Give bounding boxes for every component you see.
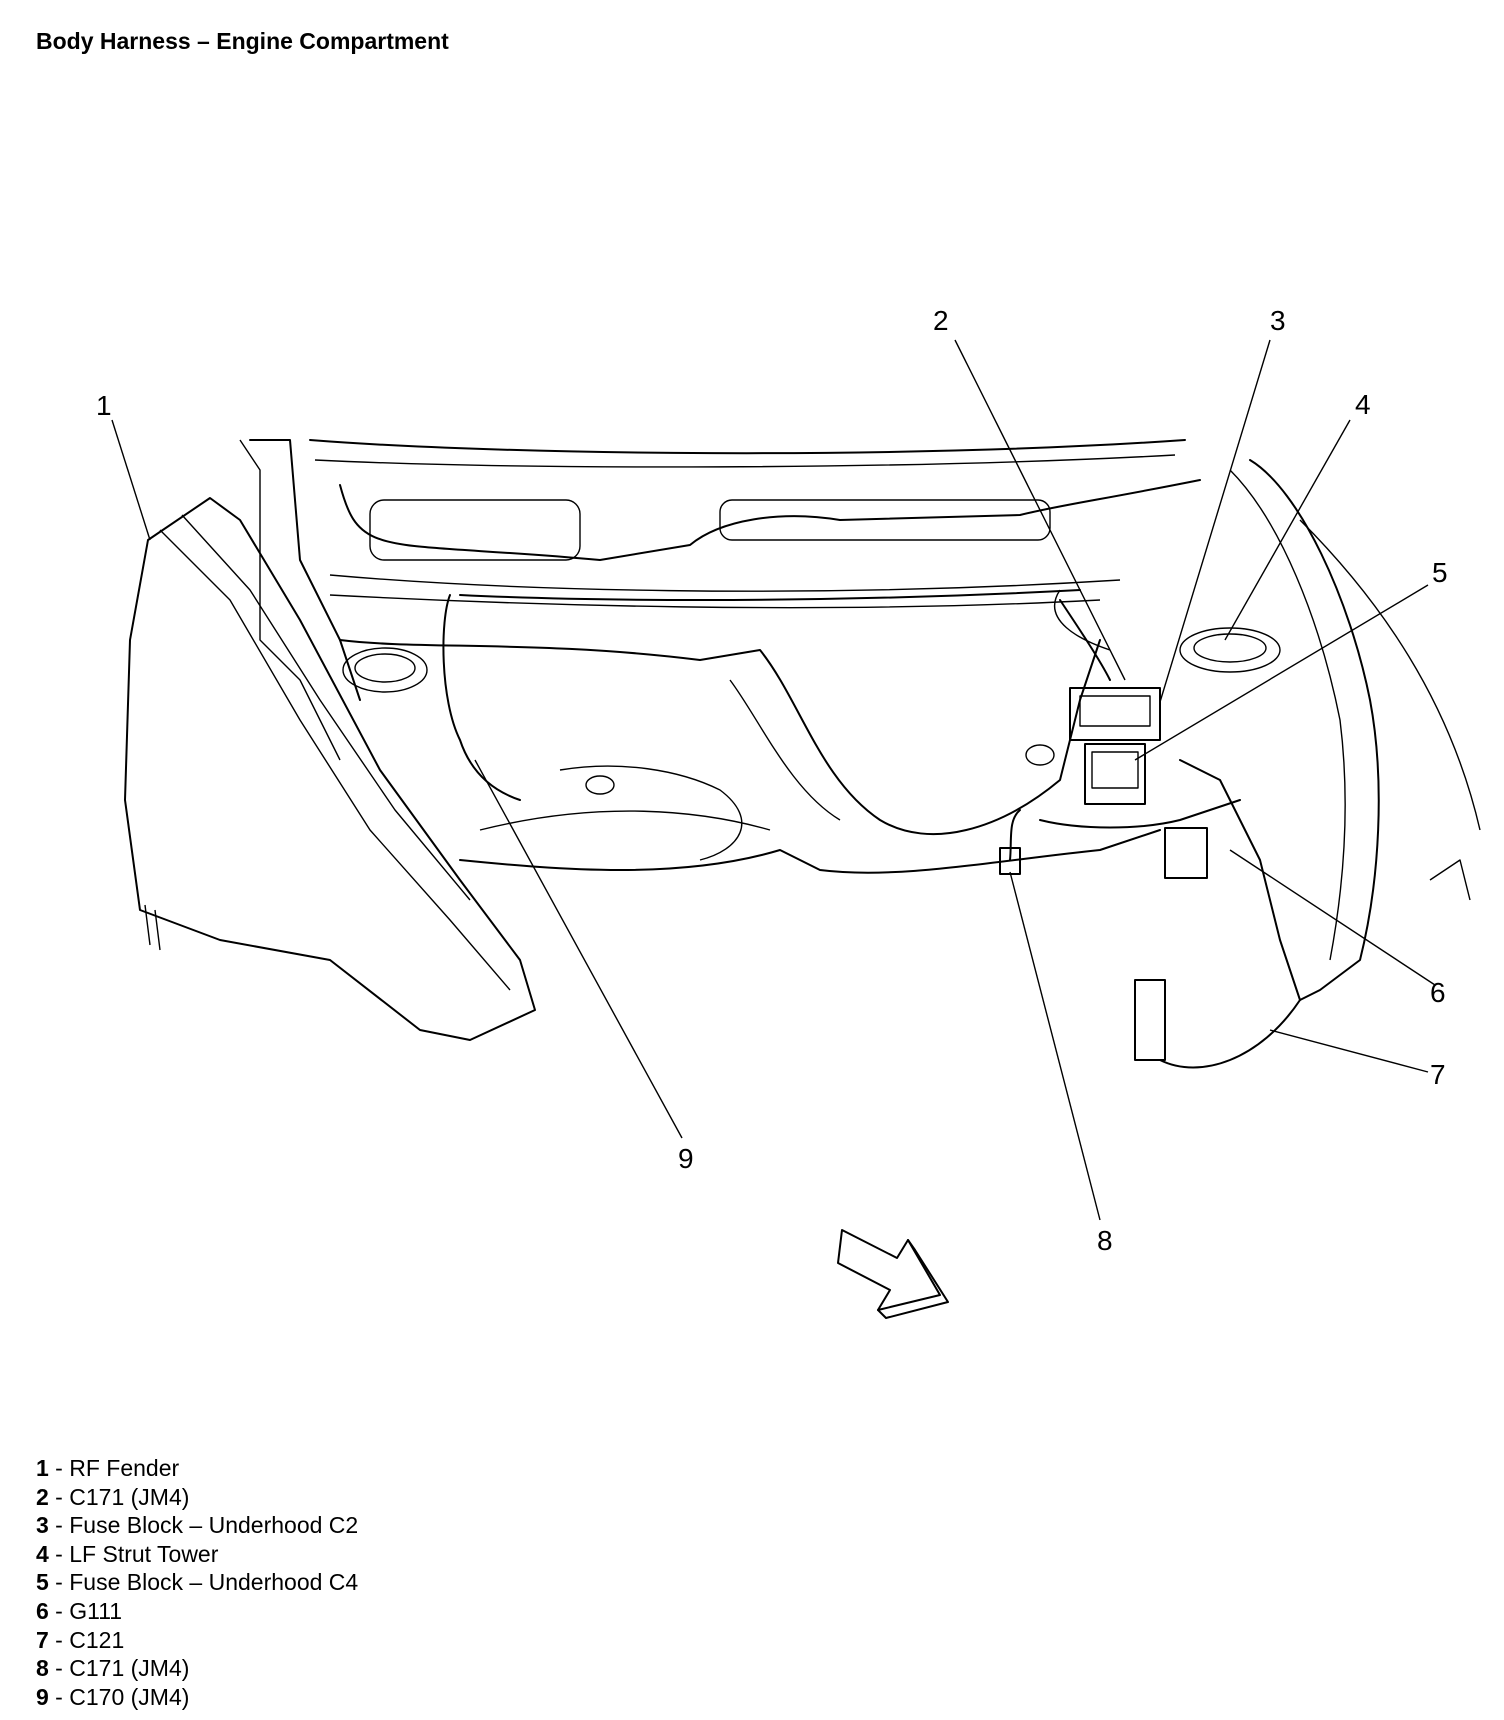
callout-number-7: 7 [1430,1059,1446,1090]
legend-number: 1 [36,1455,49,1481]
fuse-block-connectors-drawing [999,687,1208,1061]
lf-fender-drawing [1229,459,1481,1001]
legend-label: C171 (JM4) [69,1483,190,1510]
legend-label: C170 (JM4) [69,1683,190,1710]
callout-number-9: 9 [678,1143,694,1174]
legend-item: 8 - C171 (JM4) [36,1654,358,1683]
cowl-panel-drawing [309,439,1201,609]
rf-fender-drawing [124,439,536,1041]
callout-number-4: 4 [1355,389,1371,420]
legend-separator: - [48,1597,70,1624]
legend-item: 3 - Fuse Block – Underhood C2 [36,1511,358,1540]
legend-separator: - [48,1455,70,1481]
engine-bay-floor-drawing [339,627,1281,874]
callout-number-5: 5 [1432,557,1448,588]
callout-number-1: 1 [96,390,112,421]
wiring-harness-drawing [442,589,1301,1069]
legend-label: LF Strut Tower [69,1540,219,1567]
engine-compartment-diagram: 1 2 3 4 5 6 7 8 9 [96,305,1481,1319]
legend-label: C171 (JM4) [69,1655,190,1682]
legend-label: RF Fender [69,1455,180,1481]
legend-label: G111 [69,1597,123,1624]
legend-label: C121 [69,1626,125,1653]
callout-legend: 1 - RF Fender 2 - C171 (JM4) 3 - Fuse Bl… [36,1454,358,1711]
legend-number: 8 [36,1655,49,1682]
legend-number: 2 [36,1483,49,1510]
legend-number: 6 [36,1597,49,1624]
legend-number: 3 [36,1512,49,1539]
legend-item: 7 - C121 [36,1626,358,1655]
legend-separator: - [48,1655,70,1682]
legend-item: 2 - C171 (JM4) [36,1483,358,1512]
legend-separator: - [48,1683,70,1710]
legend-item: 1 - RF Fender [36,1454,358,1483]
callout-number-6: 6 [1430,977,1446,1008]
legend-label: Fuse Block – Underhood C4 [69,1569,359,1596]
legend-item: 9 - C170 (JM4) [36,1683,358,1712]
callout-number-2: 2 [933,305,949,336]
legend-separator: - [48,1483,70,1510]
legend-item: 4 - LF Strut Tower [36,1540,358,1569]
legend-number: 9 [36,1683,49,1710]
legend-item: 5 - Fuse Block – Underhood C4 [36,1568,358,1597]
callout-number-8: 8 [1097,1225,1113,1256]
legend-label: Fuse Block – Underhood C2 [69,1512,359,1539]
callout-leader-lines [111,339,1436,1221]
legend-number: 7 [36,1626,49,1653]
legend-number: 5 [36,1569,49,1596]
legend-number: 4 [36,1540,49,1567]
diagram-title: Body Harness – Engine Compartment [36,28,449,54]
callout-number-3: 3 [1270,305,1286,336]
legend-separator: - [48,1512,70,1539]
forward-direction-arrow-icon [837,1229,949,1319]
legend-separator: - [48,1569,70,1596]
legend-separator: - [48,1540,70,1567]
legend-item: 6 - G111 [36,1597,358,1626]
legend-separator: - [48,1626,70,1653]
